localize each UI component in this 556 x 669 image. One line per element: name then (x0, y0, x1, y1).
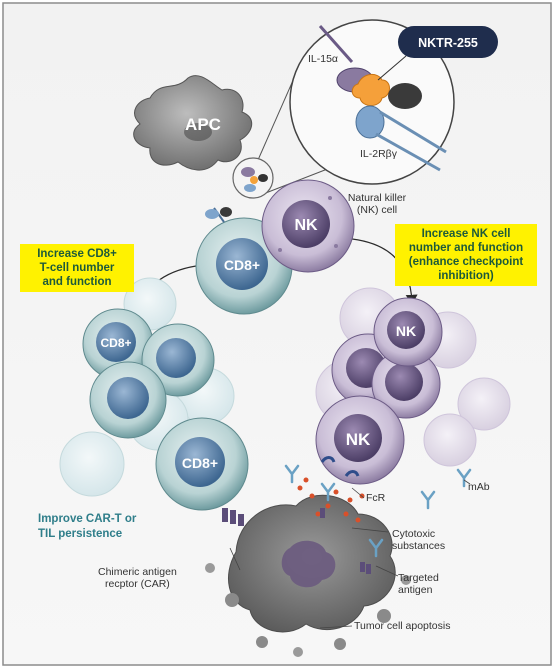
nk-cell-description: Natural killer (NK) cell (332, 192, 422, 216)
nk-cluster: NK NK (315, 297, 443, 485)
callout-cart-line1: Improve CAR-T or (38, 513, 137, 525)
targeted-antigen-label: Targeted antigen (398, 572, 439, 596)
apc-label: APC (185, 115, 221, 134)
nk-cell: NK (261, 179, 355, 273)
antibodies (284, 464, 472, 558)
il2rbg-label: IL-2Rβγ (360, 148, 398, 160)
tumor-cell (205, 494, 411, 657)
nk-cluster-label: NK (396, 323, 416, 339)
arrow-to-nk (339, 237, 418, 305)
apoptosis-label: Tumor cell apoptosis (354, 620, 451, 632)
callout-cd8: Increase CD8+ T-cell number and function (20, 244, 134, 292)
fcr-receptors (320, 456, 360, 477)
nktr-badge: NKTR-255 (398, 26, 498, 58)
cd8-cell: CD8+ (82, 308, 154, 380)
leader-lines (229, 479, 471, 629)
mab-label: mAb (468, 481, 490, 493)
callout-cd8-line1: Increase CD8+ (37, 248, 117, 260)
apc-cell: APC (133, 75, 253, 171)
nk-cell: NK (373, 297, 443, 367)
callout-nk: Increase NK cell number and function (en… (395, 224, 537, 286)
callout-cart: Improve CAR-T or TIL persistence (38, 512, 168, 542)
callout-cd8-line2: T-cell number (39, 262, 115, 274)
callout-nk-line1: Increase NK cell (421, 228, 511, 240)
car-line1: Chimeric antigen (98, 566, 177, 578)
targeted-line1: Targeted (398, 572, 439, 584)
nktr-label: NKTR-255 (418, 36, 478, 50)
targeted-line2: antigen (398, 584, 433, 596)
cytotoxic-granules (297, 477, 365, 523)
nk-desc-line2: (NK) cell (356, 204, 398, 216)
callout-nk-line3: (enhance checkpoint (408, 256, 524, 268)
car-receptors (222, 508, 244, 526)
cd8-cluster: CD8+ CD8+ (82, 308, 249, 511)
zoom-circle (289, 19, 455, 185)
cytotoxic-line2: substances (392, 540, 446, 552)
car-label: Chimeric antigen recptor (CAR) (98, 566, 177, 590)
fcr-label: FcR (366, 492, 386, 504)
nk-main-label: NK (294, 217, 318, 234)
small-zoom-circle (232, 157, 274, 199)
cd8-effector-label: CD8+ (182, 455, 218, 471)
callout-nk-line4: inhibition) (438, 270, 494, 282)
targeted-antigens (320, 508, 371, 574)
cd8-cell: CD8+ (155, 417, 249, 511)
callout-nk-line2: number and function (408, 242, 524, 254)
il15a-label: IL-15α (308, 53, 338, 65)
cd8-main-label: CD8+ (224, 257, 260, 273)
nk-effector-label: NK (346, 430, 371, 449)
car-line2: recptor (CAR) (105, 578, 170, 590)
nk-desc-line1: Natural killer (347, 192, 407, 204)
cytotoxic-label: Cytotoxic substances (392, 528, 445, 552)
cytotoxic-line1: Cytotoxic (392, 528, 436, 540)
callout-cart-line2: TIL persistence (38, 528, 123, 540)
cd8-cluster-label: CD8+ (100, 336, 131, 350)
nk-cell: NK (315, 395, 405, 485)
callout-cd8-line3: and function (42, 276, 112, 288)
